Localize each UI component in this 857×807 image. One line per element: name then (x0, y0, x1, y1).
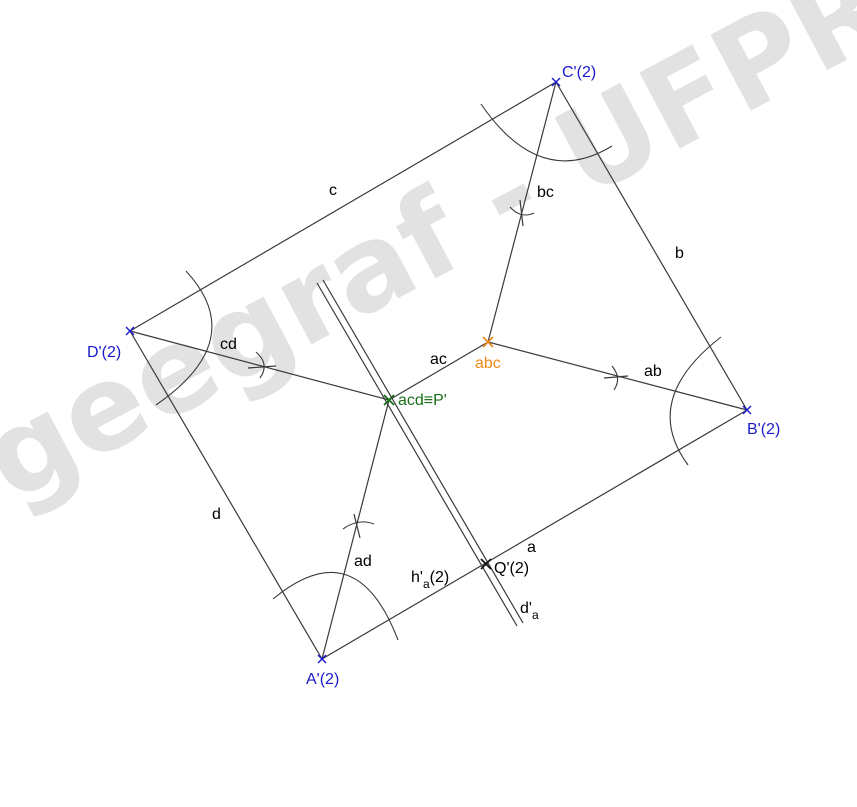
b-prime-marker-icon (742, 405, 752, 415)
label-side-d: d (212, 506, 221, 523)
label-q-prime: Q'(2) (494, 560, 529, 577)
c-prime-marker-icon (551, 77, 561, 87)
label-acd-p-prime: acd≡P' (398, 392, 447, 409)
label-side-b: b (675, 245, 684, 262)
label-h-prime-a: h'a(2) (411, 569, 449, 591)
segment-ad (321, 399, 390, 660)
arc-d-prime (155, 270, 213, 406)
label-d-prime-a: d'a (520, 600, 539, 622)
mark-bc (509, 199, 535, 227)
mark-cd (247, 351, 277, 379)
label-side-a: a (527, 539, 536, 556)
side-d-line (129, 330, 323, 660)
label-seg-bc: bc (537, 184, 554, 201)
q-prime-marker-icon (480, 558, 492, 570)
arc-b-prime (669, 336, 722, 466)
label-abc: abc (475, 355, 501, 372)
label-c-prime: C'(2) (562, 64, 596, 81)
line-d-a-1 (316, 282, 518, 627)
line-d-a-2 (322, 279, 524, 624)
watermark-text: geegraf - UFPR (0, 0, 857, 528)
label-seg-ad: ad (354, 553, 372, 570)
segment-ac (388, 341, 489, 401)
side-b-line (555, 81, 748, 411)
d-prime-marker-icon (125, 326, 135, 336)
abc-marker-icon (482, 336, 494, 348)
label-seg-ac: ac (430, 351, 447, 368)
side-a-line (321, 409, 748, 660)
label-b-prime: B'(2) (747, 421, 780, 438)
segment-bc (487, 81, 557, 343)
label-side-c: c (329, 182, 337, 199)
arc-c-prime (480, 103, 613, 162)
segment-cd (129, 330, 390, 401)
a-prime-marker-icon (317, 654, 327, 664)
label-a-prime: A'(2) (306, 671, 339, 688)
label-seg-ab: ab (644, 363, 662, 380)
mark-ad (342, 513, 375, 539)
label-seg-cd: cd (220, 336, 237, 353)
arc-a-prime (272, 571, 399, 641)
acd-marker-icon (383, 394, 395, 406)
label-d-prime: D'(2) (87, 344, 121, 361)
mark-ab (603, 365, 629, 391)
